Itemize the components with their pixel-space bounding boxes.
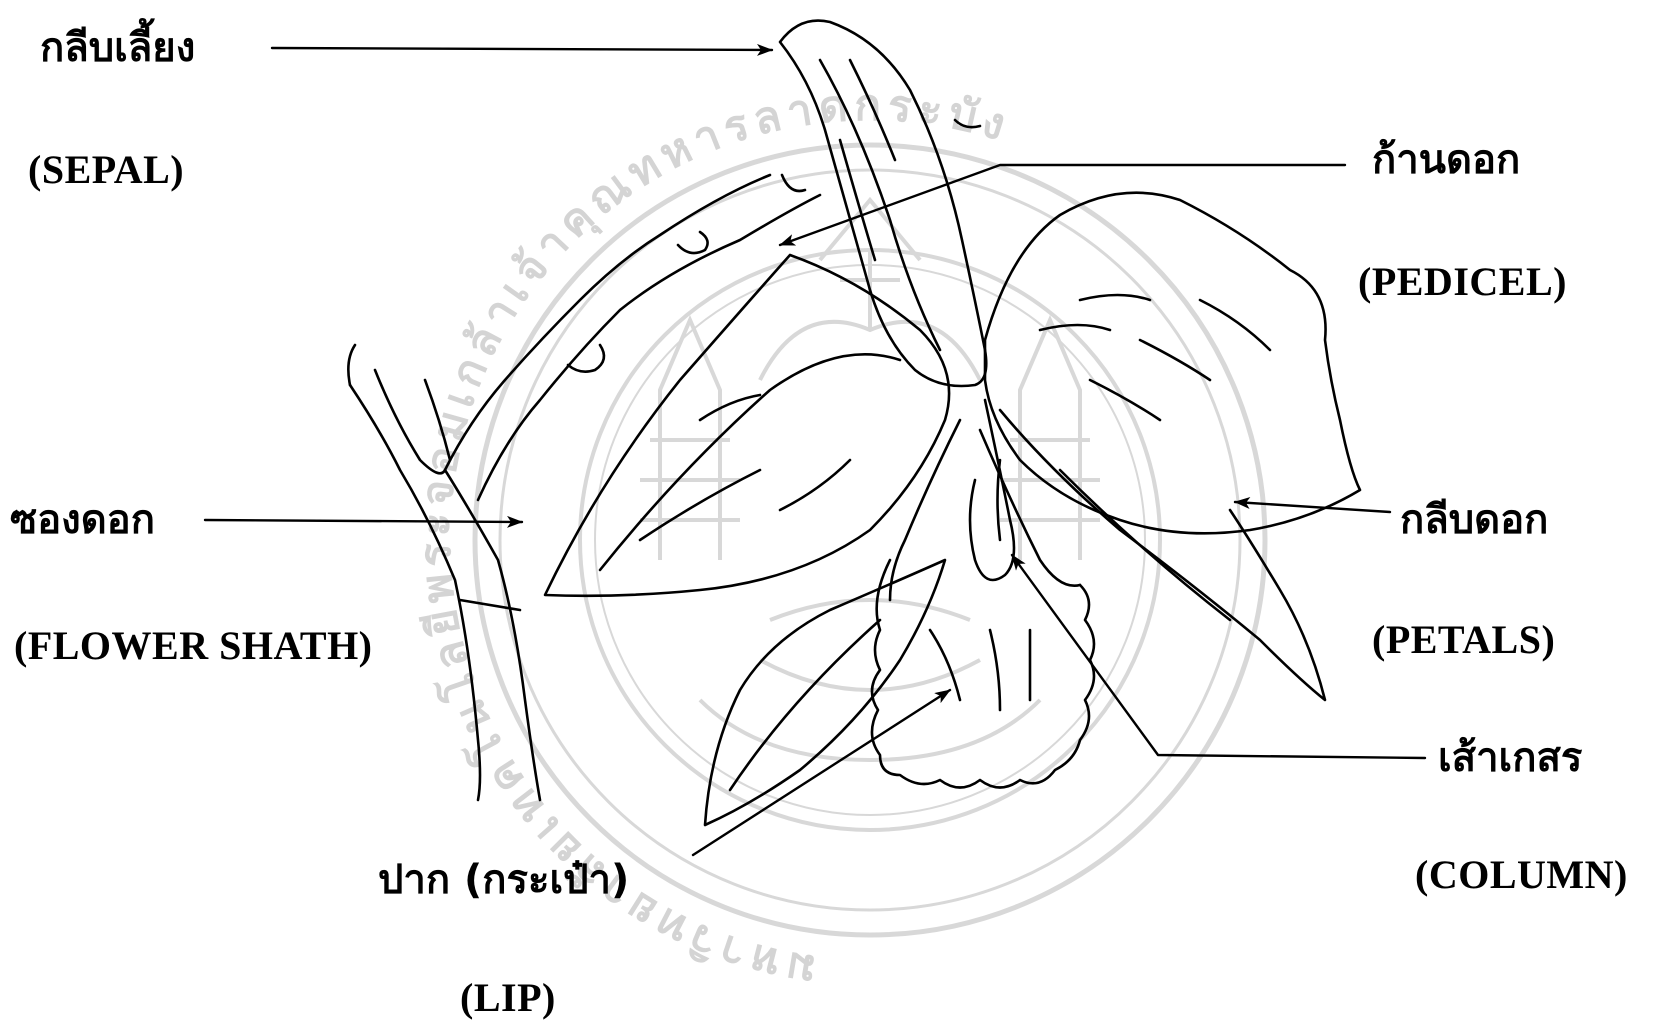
lip-label-thai: ปาก (กระเป๋า) xyxy=(378,860,629,900)
sheath-label-english: (FLOWER SHATH) xyxy=(14,626,373,666)
right-petal-drawing xyxy=(985,193,1360,534)
column-label-english: (COLUMN) xyxy=(1415,855,1628,895)
lateral-sepal-left-drawing xyxy=(705,560,945,825)
column-label-thai: เส้าเกสร xyxy=(1438,738,1582,778)
lip-leader-arrow xyxy=(693,690,950,855)
sheath-label-thai: ซองดอก xyxy=(10,500,155,540)
pedicel-label-english: (PEDICEL) xyxy=(1358,262,1567,302)
lateral-sepal-right-drawing xyxy=(1000,410,1325,700)
sepal-leader-arrow xyxy=(272,48,772,50)
sepal-label-english: (SEPAL) xyxy=(28,150,184,190)
leader-lines xyxy=(205,48,1425,855)
lip-label-english: (LIP) xyxy=(460,978,556,1018)
sepal-label-thai: กลีบเลี้ยง xyxy=(40,28,195,68)
university-seal-watermark xyxy=(475,145,1265,935)
sepal-drawing xyxy=(780,21,986,386)
petals-label-english: (PETALS) xyxy=(1372,620,1555,660)
pedicel-label-thai: ก้านดอก xyxy=(1372,140,1520,180)
petals-leader-arrow xyxy=(1235,502,1390,512)
petals-label-thai: กลีบดอก xyxy=(1400,500,1548,540)
